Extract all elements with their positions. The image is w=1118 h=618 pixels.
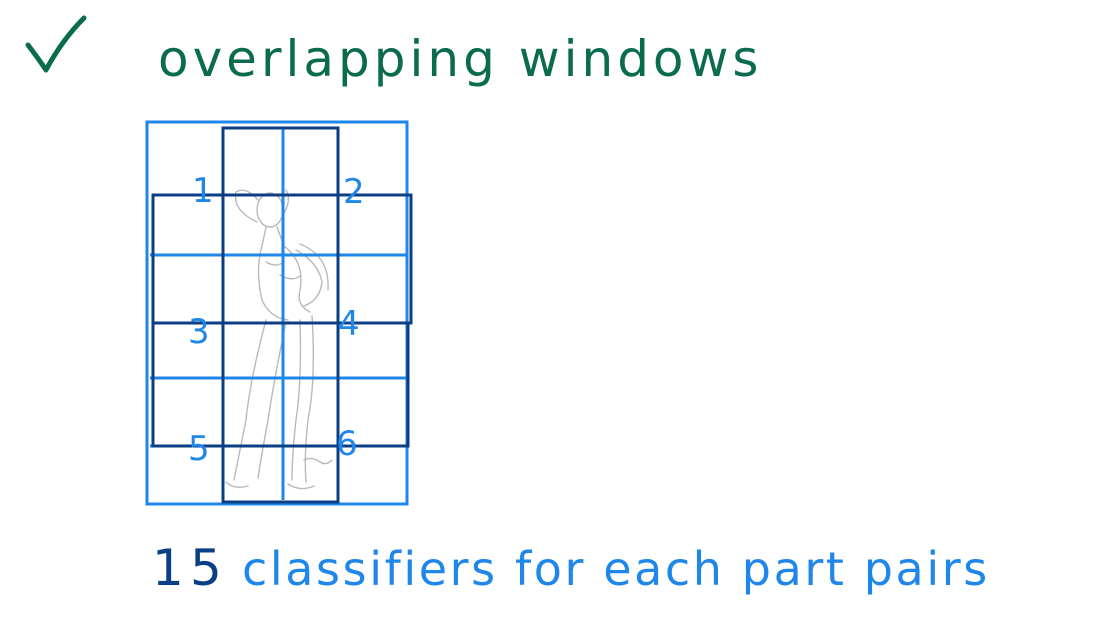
caption-number-first: 1	[152, 539, 184, 597]
outer-window-frame	[145, 120, 409, 506]
window-label-6: 6	[336, 424, 358, 464]
window-label-2: 2	[343, 172, 365, 212]
human-figure-sketch-icon	[225, 189, 333, 490]
check-mark-icon	[25, 15, 87, 73]
window-labels: 1 2 3 4 5 6	[188, 171, 365, 469]
caption: 1 5 classifiers for each part pairs	[152, 539, 990, 597]
caption-text: classifiers for each part pairs	[242, 542, 990, 596]
vertical-window	[221, 126, 340, 504]
heading: overlapping windows	[25, 15, 762, 88]
caption-number-second: 5	[190, 539, 222, 597]
window-label-4: 4	[338, 304, 360, 344]
lower-window	[151, 321, 410, 448]
heading-text: overlapping windows	[158, 30, 762, 88]
window-label-5: 5	[188, 429, 210, 469]
overlapping-windows	[151, 126, 413, 504]
window-label-3: 3	[188, 312, 210, 352]
window-label-1: 1	[192, 171, 214, 211]
